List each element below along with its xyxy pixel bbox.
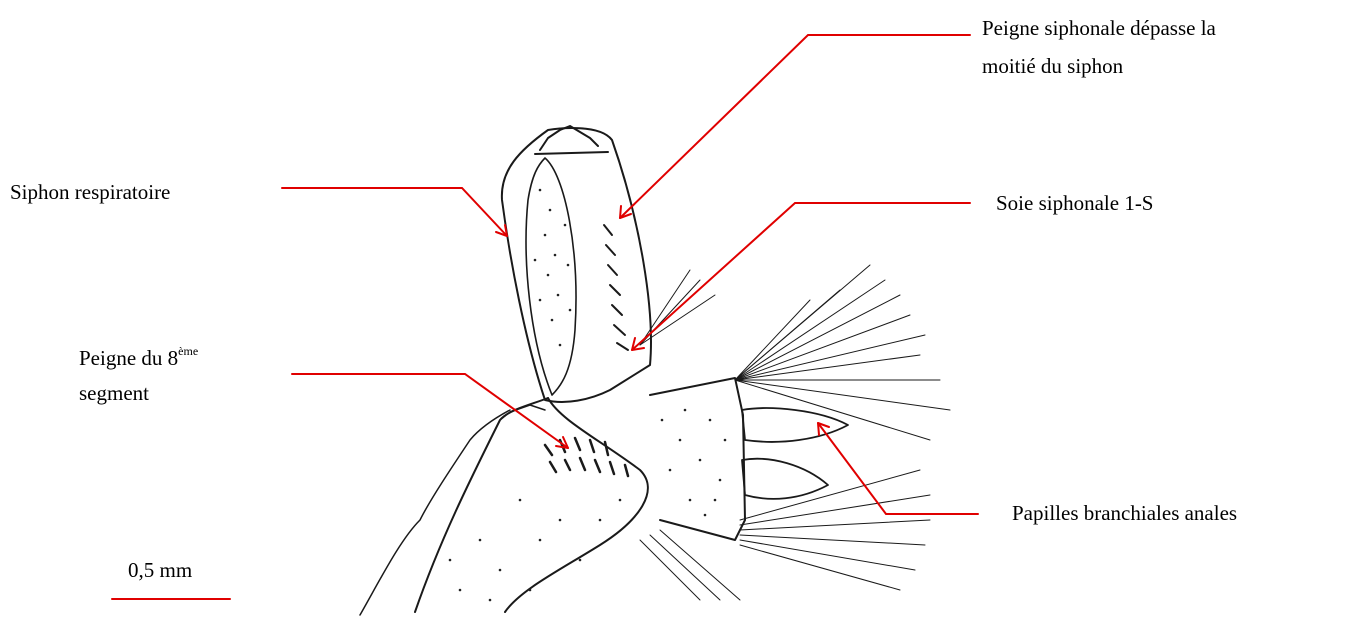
annotation-leaders [112,35,978,599]
saddle-edge [650,378,745,540]
label-peigne-8: Peigne du 8ème segment [79,342,198,409]
siphon-tip-bar [535,152,608,154]
body-ventral-outline [505,398,648,612]
label-peigne-8-line1: Peigne du 8ème [79,342,198,377]
siphon-outline [502,128,651,402]
body-dorsal-outline [415,398,548,612]
leader-siphon-respiratoire [282,188,507,236]
larva-terminal-segments-drawing [360,126,950,615]
leader-peigne-8 [292,374,568,448]
ventral-brush [640,470,930,600]
leader-peigne-siphonale [620,35,970,218]
label-peigne-siphonale: Peigne siphonale dépasse la moitié du si… [982,12,1216,82]
comb-scales [545,438,628,476]
label-siphon-respiratoire: Siphon respiratoire [10,176,170,208]
anal-papillae [742,408,848,499]
segment-fold [360,410,510,615]
label-papilles: Papilles branchiales anales [1012,497,1237,529]
stipple [449,189,727,602]
label-peigne-siphonale-line1: Peigne siphonale dépasse la [982,12,1216,44]
dorsal-brush [735,265,950,440]
siphon-pecten [604,225,628,350]
label-soie-siphonale: Soie siphonale 1-S [996,187,1154,219]
leader-soie-siphonale [632,203,970,350]
label-peigne-8-line2: segment [79,377,198,409]
label-peigne-siphonale-line2: moitié du siphon [982,50,1216,82]
label-peigne-8-prefix: Peigne du 8 [79,346,178,370]
label-peigne-8-superscript: ème [178,344,198,358]
label-scale: 0,5 mm [128,554,192,586]
